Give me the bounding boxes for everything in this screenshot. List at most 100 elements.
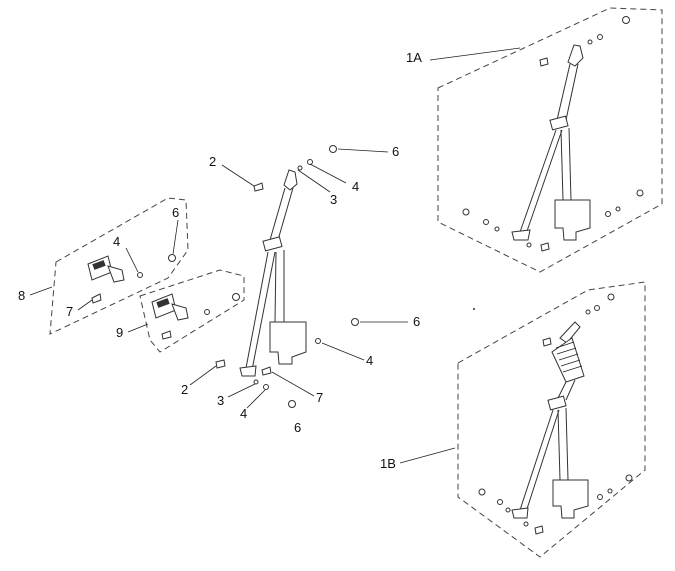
callout-3-top: 3 [330,192,337,207]
callout-6-top: 6 [392,144,399,159]
spacer-icon [587,39,593,45]
leader-line [125,247,139,273]
callout-4-bottom: 4 [240,406,247,421]
nut-icon [351,318,359,326]
lower-anchor-1b [511,507,529,519]
assembly-1a-outline [437,7,663,273]
washer-icon [263,384,269,390]
washer-icon [137,272,143,278]
callout-9: 9 [116,325,123,340]
bolt-icon [540,242,550,252]
washer-icon [483,219,489,225]
callout-6-buckle: 6 [172,205,179,220]
washer-icon [597,34,603,40]
leader-line [127,323,149,333]
callout-8: 8 [18,288,25,303]
stalk-cap-1b [559,321,581,344]
belt-guide-main [262,236,283,252]
lap-belt-1b [519,409,560,513]
bolt-icon [534,525,544,535]
nut-icon [232,293,240,301]
bolt-icon [161,330,172,340]
nut-icon [607,293,615,301]
belt-webbing-main [269,187,294,241]
leader-line [172,219,179,255]
washer-icon [307,159,313,165]
belt-webbing-1a [556,63,579,121]
buckle-mount-9 [171,303,189,321]
lower-anchor-1a [511,229,531,241]
nut-icon [462,208,470,216]
spacer-icon [585,309,591,315]
assembly-1a [429,7,663,273]
retractor-1a [554,199,591,241]
nut-icon [636,189,644,197]
upper-anchor-main [283,169,298,191]
stray-mark [473,308,475,310]
spacer-icon [297,165,303,171]
washer-icon [523,521,529,527]
leader-line [246,389,266,409]
callout-2-bottom: 2 [181,382,188,397]
nut-icon [168,254,176,262]
buckle-group-8-outline [49,197,189,335]
leader-line [221,164,255,187]
assembly-1b [399,281,646,558]
spacer-icon [253,379,259,385]
washer-icon [594,305,600,311]
spacer-icon [607,488,613,494]
leader-line [337,148,389,153]
belt-guide-1a [549,115,569,131]
lap-belt-main [245,251,276,371]
buckle-group-9-outline [139,269,245,353]
washer-icon [526,242,532,248]
callout-6-retractor: 6 [413,314,420,329]
buckle-group-9 [127,269,245,353]
buckle-group-8 [29,197,189,335]
spacer-icon [615,206,621,212]
leader-line [189,365,217,386]
bolt-icon [261,366,272,376]
spacer-icon [505,507,511,513]
buckle-slot-9 [156,298,170,308]
leader-line [29,286,53,296]
washer-icon [597,494,603,500]
spring-coils-1b [555,341,583,373]
retractor-main [269,321,307,365]
retractor-1b [552,479,589,519]
nut-icon [622,16,630,24]
leader-line [271,371,315,397]
nut-icon [478,488,486,496]
bolt-icon [215,359,226,369]
spring-stalk-1b [551,337,585,383]
callout-2-top: 2 [209,154,216,169]
retractor-belt-1a [560,127,572,201]
washer-icon [605,211,611,217]
spacer-icon [494,226,500,232]
lower-anchor-main [239,365,257,377]
callout-7-main: 7 [316,390,323,405]
callout-3-bottom: 3 [217,393,224,408]
buckle-slot-8 [92,260,106,270]
nut-icon [625,474,633,482]
retractor-belt-main [274,250,285,323]
assembly-1b-outline [457,281,646,558]
leader-line [399,447,456,464]
callout-4-buckle: 4 [113,234,120,249]
leader-line [77,299,93,311]
bolt-icon [91,293,102,304]
washer-icon [497,499,503,505]
bolt-icon [253,182,264,192]
belt-guide-1b [547,395,567,411]
upper-anchor-1a [567,44,584,67]
nut-icon [329,145,337,153]
callout-1b: 1B [380,456,396,471]
leader-line [321,342,365,361]
main-seat-belt [189,145,408,409]
buckle-mount-8 [107,265,125,283]
callout-6-bottom: 6 [294,420,301,435]
callout-4-top: 4 [352,179,359,194]
leader-line [309,163,347,184]
